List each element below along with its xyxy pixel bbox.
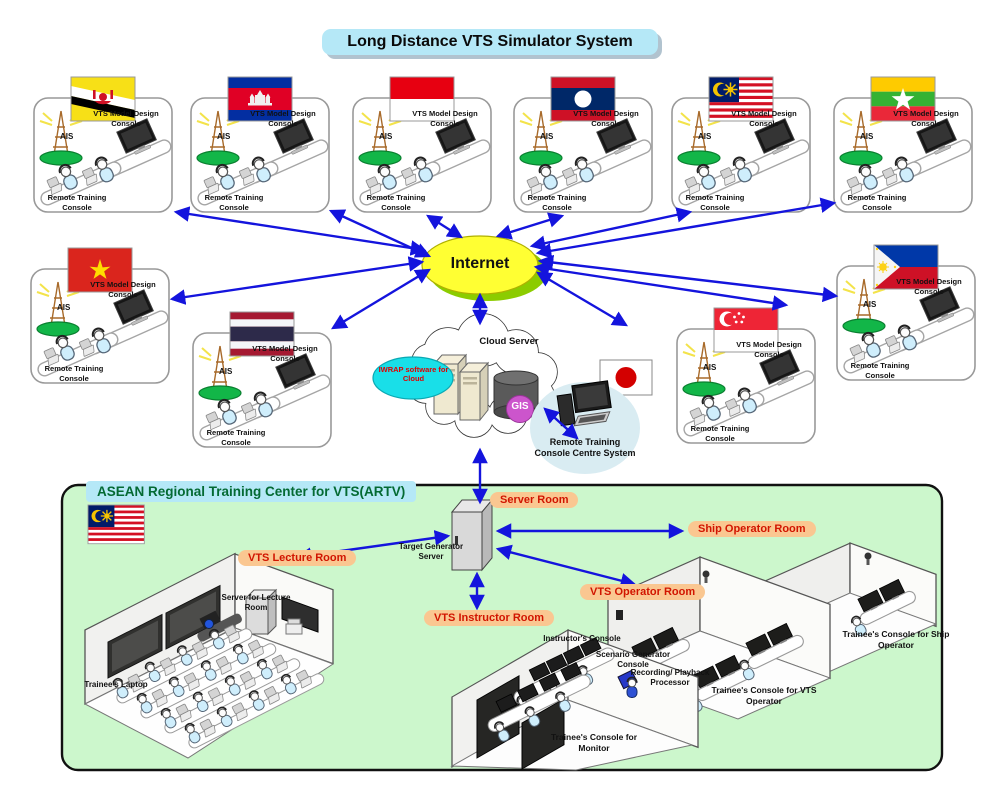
country-box-vietnam: VTS Model Design Console AIS Remote Trai…	[30, 224, 170, 384]
presenter-icon	[204, 619, 214, 629]
cloud-server-label: Cloud Server	[479, 336, 539, 347]
vts-model-console-label: VTS Model Design Console	[573, 109, 639, 128]
vts-instructor-room-label: VTS Instructor Room	[424, 610, 555, 626]
vts-model-console-label: VTS Model Design Console	[252, 344, 318, 363]
gis-label: GIS	[511, 401, 529, 412]
vts-instructor-room-art	[450, 629, 699, 771]
internet-node	[421, 235, 547, 301]
page-title: Long Distance VTS Simulator System	[322, 29, 658, 55]
instructors-console-label: Instructor's Console	[543, 634, 621, 643]
recording-playback-processor-label: Recording/ Playback Processor	[630, 668, 710, 687]
vts-operator-room-label: VTS Operator Room	[580, 584, 706, 600]
vts-model-console-label: VTS Model Design Console	[893, 109, 959, 128]
vts-model-console-label: VTS Model Design Console	[412, 109, 478, 128]
trainee-console-vts-operator-label: Trainee's Console for VTS Operator	[711, 685, 817, 706]
country-box-philippines: VTS Model Design Console AIS Remote Trai…	[836, 221, 976, 381]
target-generator-server-label: Target Generator Server	[398, 542, 464, 561]
ais-label: AIS	[57, 303, 71, 312]
rtccs-label: Remote Training Console Centre System	[534, 437, 636, 459]
ais-label: AIS	[860, 132, 874, 141]
gis-badge	[506, 395, 534, 423]
artv-title: ASEAN Regional Training Center for VTS(A…	[86, 481, 417, 502]
country-box-myanmar: VTS Model Design Console AIS Remote Trai…	[833, 53, 973, 213]
server-for-lecture-room-art	[244, 588, 278, 636]
internet-label: Internet	[450, 255, 510, 272]
ais-label: AIS	[379, 132, 393, 141]
trainee-console-ship-operator-label: Trainee's Console for Ship Operator	[842, 629, 950, 650]
remote-console-label: Remote Training Console	[690, 424, 750, 443]
remote-console-label: Remote Training Console	[850, 361, 910, 380]
network-arrows	[169, 197, 839, 611]
country-box-singapore: VTS Model Design Console AIS Remote Trai…	[676, 284, 816, 444]
scenario-generator-console-label: Scenario Generator Console	[595, 650, 671, 669]
trainee-console-monitor-label: Trainee's Console for Monitor	[550, 732, 638, 753]
trainees-laptop-label: Trainee's Laptop	[84, 680, 148, 689]
remote-console-label: Remote Training Console	[44, 364, 104, 383]
ais-label: AIS	[863, 300, 877, 309]
ais-label: AIS	[60, 132, 74, 141]
vts-lecture-room-label: VTS Lecture Room	[238, 550, 357, 566]
vts-model-console-label: VTS Model Design Console	[736, 340, 802, 359]
japan-flag-icon	[599, 359, 653, 396]
ais-label: AIS	[698, 132, 712, 141]
ais-label: AIS	[540, 132, 554, 141]
vts-model-console-label: VTS Model Design Console	[250, 109, 316, 128]
iwrap-label: IWRAP software for Cloud	[378, 365, 449, 384]
cloud-server-node	[372, 313, 558, 438]
iwrap-ellipse	[372, 356, 454, 400]
remote-console-label: Remote Training Console	[847, 193, 907, 212]
vts-model-console-label: VTS Model Design Console	[896, 277, 962, 296]
country-box-brunei: VTS Model Design Console AIS Remote Trai…	[33, 53, 173, 213]
malaysia-flag-icon	[87, 504, 145, 545]
server-room-label: Server Room	[490, 492, 579, 508]
vts-lecture-room-art	[83, 552, 335, 759]
vts-model-console-label: VTS Model Design Console	[731, 109, 797, 128]
vts-model-console-label: VTS Model Design Console	[93, 109, 159, 128]
ais-label: AIS	[703, 363, 717, 372]
country-box-thailand: VTS Model Design Console AIS Remote Trai…	[192, 288, 332, 448]
ship-operator-room-label: Ship Operator Room	[688, 521, 816, 537]
ais-label: AIS	[217, 132, 231, 141]
vts-model-console-label: VTS Model Design Console	[90, 280, 156, 299]
ais-label: AIS	[219, 367, 233, 376]
remote-console-label: Remote Training Console	[47, 193, 107, 212]
server-for-lecture-room-label: Server for Lecture Room	[221, 593, 291, 612]
remote-console-label: Remote Training Console	[206, 428, 266, 447]
